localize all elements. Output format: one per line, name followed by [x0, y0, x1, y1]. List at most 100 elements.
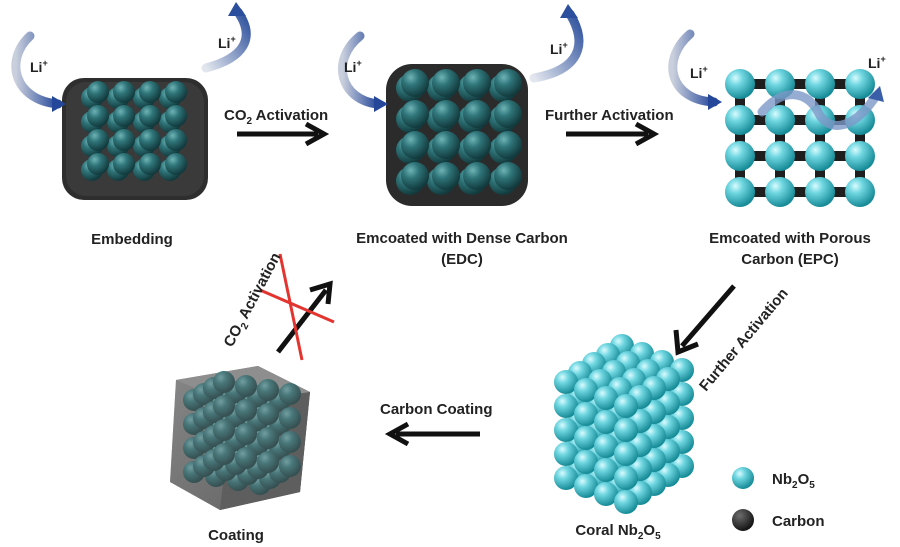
sphere: [257, 403, 279, 425]
label-further-activation-2: Further Activation: [696, 285, 792, 394]
arrow-further-activation-1: [566, 121, 660, 147]
caption-edc-line1: Emcoated with Dense Carbon: [356, 230, 568, 247]
sphere: [463, 131, 491, 159]
sphere: [725, 105, 755, 135]
sphere: [594, 434, 618, 458]
sphere: [113, 153, 135, 175]
sphere: [554, 418, 578, 442]
sphere: [139, 153, 161, 175]
caption-epc-line1: Emcoated with Porous: [709, 230, 871, 247]
li-label-epc-in: Li+: [690, 64, 708, 81]
sphere: [139, 81, 161, 103]
li-label-embedding-in: Li+: [30, 58, 48, 75]
sphere: [845, 69, 875, 99]
sphere: [765, 105, 795, 135]
sphere: [401, 131, 429, 159]
red-cross-icon: [259, 253, 335, 361]
sphere: [235, 399, 257, 421]
sphere: [432, 69, 460, 97]
caption-embedding: Embedding: [91, 231, 173, 248]
li-label-embedding-out: Li+: [218, 34, 236, 51]
li-arrow-in-edc: [338, 31, 388, 112]
sphere: [257, 427, 279, 449]
sphere: [725, 69, 755, 99]
sphere: [165, 129, 187, 151]
sphere: [165, 153, 187, 175]
sphere: [594, 410, 618, 434]
sphere: [279, 383, 301, 405]
sphere: [139, 129, 161, 151]
sphere: [235, 423, 257, 445]
sphere: [432, 162, 460, 190]
sphere: [805, 177, 835, 207]
label-further-activation-1: Further Activation: [545, 107, 674, 124]
sphere: [165, 81, 187, 103]
epc-cube: [725, 69, 875, 207]
sphere: [139, 105, 161, 127]
sphere: [554, 394, 578, 418]
sphere: [279, 407, 301, 429]
legend-carbon-label: Carbon: [772, 513, 825, 530]
li-arrow-in-embedding: [11, 31, 66, 112]
sphere: [87, 105, 109, 127]
sphere: [554, 442, 578, 466]
sphere: [213, 419, 235, 441]
sphere: [401, 69, 429, 97]
legend: Nb2O5 Carbon: [732, 467, 825, 531]
sphere: [87, 129, 109, 151]
label-co2-activation: CO2 Activation: [224, 107, 328, 127]
edc-cube: [386, 64, 528, 206]
sphere: [87, 153, 109, 175]
sphere: [614, 466, 638, 490]
sphere: [257, 379, 279, 401]
sphere: [463, 100, 491, 128]
sphere: [432, 131, 460, 159]
sphere: [213, 443, 235, 465]
sphere: [494, 131, 522, 159]
legend-carbon-swatch: [732, 509, 754, 531]
sphere: [554, 466, 578, 490]
sphere: [401, 100, 429, 128]
sphere: [805, 69, 835, 99]
sphere: [574, 378, 598, 402]
li-label-edc-in: Li+: [344, 58, 362, 75]
arrow-co2-activation-blocked: [276, 280, 333, 354]
sphere: [494, 100, 522, 128]
sphere: [401, 162, 429, 190]
sphere: [279, 431, 301, 453]
li-label-edc-out: Li+: [550, 40, 568, 57]
sphere: [574, 474, 598, 498]
sphere: [765, 177, 795, 207]
embedding-cube: [62, 78, 208, 200]
sphere: [845, 177, 875, 207]
sphere: [845, 141, 875, 171]
caption-epc-line2: Carbon (EPC): [741, 251, 839, 268]
sphere: [113, 105, 135, 127]
sphere: [725, 141, 755, 171]
li-arrow-out-embedding: [201, 2, 251, 73]
arrow-further-activation-2: [673, 284, 736, 356]
li-arrow-out-edc: [529, 4, 584, 83]
sphere: [113, 81, 135, 103]
sphere: [235, 447, 257, 469]
caption-edc-line2: (EDC): [441, 251, 483, 268]
sphere: [574, 402, 598, 426]
sphere: [614, 442, 638, 466]
sphere: [279, 455, 301, 477]
coral-nb2o5-cube: [554, 334, 694, 514]
sphere: [463, 162, 491, 190]
li-arrow-through-epc: [757, 86, 884, 130]
sphere: [213, 395, 235, 417]
sphere: [235, 375, 257, 397]
sphere: [594, 386, 618, 410]
sphere: [463, 69, 491, 97]
li-label-epc-out: Li+: [868, 54, 886, 71]
sphere: [87, 81, 109, 103]
sphere: [432, 100, 460, 128]
arrow-carbon-coating: [384, 421, 480, 447]
sphere: [614, 418, 638, 442]
sphere: [494, 69, 522, 97]
sphere: [213, 371, 235, 393]
label-co2-activation-blocked: CO2 Activation: [221, 250, 288, 351]
sphere: [113, 129, 135, 151]
